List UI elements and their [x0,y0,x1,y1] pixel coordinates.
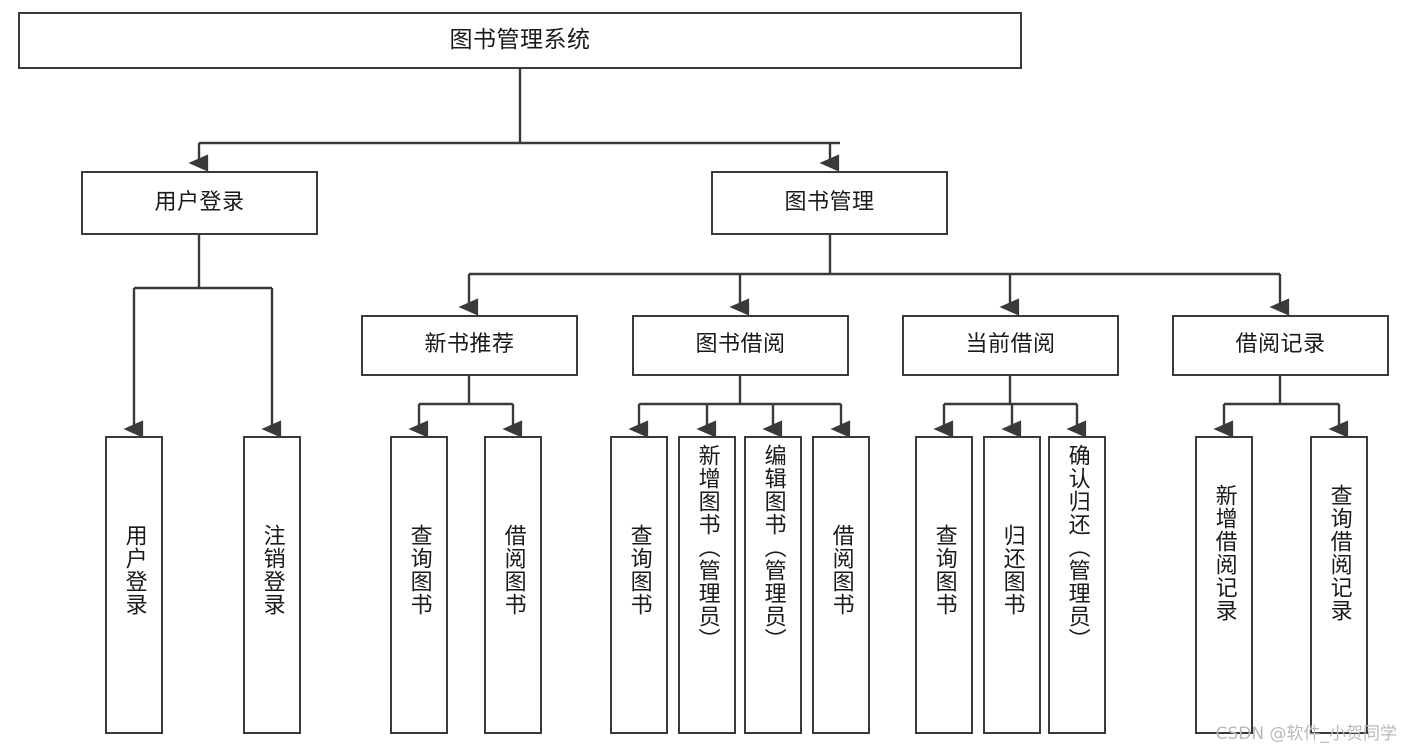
leaf-bookborrow-borrow-book-label: 借阅图书 [828,524,854,616]
leaf-bookborrow-query-book-label: 查询图书 [626,524,652,616]
leaf-borrowrecord-query-record-label: 查询借阅记录 [1326,484,1352,622]
leaf-bookborrow-edit-book[interactable]: 编辑图书（管理员） [744,436,802,734]
node-new-book-recommend[interactable]: 新书推荐 [361,315,578,376]
leaf-user-login[interactable]: 用户登录 [105,436,163,734]
leaf-currentborrow-query-book[interactable]: 查询图书 [915,436,973,734]
leaf-bookborrow-query-book[interactable]: 查询图书 [610,436,668,734]
node-book-manage-label: 图书管理 [784,189,875,215]
node-borrow-record[interactable]: 借阅记录 [1172,315,1389,376]
leaf-recommend-borrow-book[interactable]: 借阅图书 [484,436,542,734]
node-book-borrow[interactable]: 图书借阅 [632,315,849,376]
leaf-bookborrow-add-book[interactable]: 新增图书（管理员） [678,436,736,734]
leaf-user-logout-label: 注销登录 [259,524,285,616]
leaf-borrowrecord-query-record[interactable]: 查询借阅记录 [1310,436,1368,734]
node-user-login[interactable]: 用户登录 [81,171,318,235]
node-borrow-record-label: 借阅记录 [1235,332,1326,358]
leaf-currentborrow-return-book-label: 归还图书 [999,524,1025,616]
leaf-bookborrow-add-book-label: 新增图书（管理员） [694,444,720,651]
leaf-user-logout[interactable]: 注销登录 [243,436,301,734]
node-root[interactable]: 图书管理系统 [18,12,1022,69]
leaf-currentborrow-confirm-return-label: 确认归还（管理员） [1064,444,1090,651]
csdn-watermark: CSDN @软件_小贺同学 [1215,724,1397,744]
leaf-borrowrecord-add-record[interactable]: 新增借阅记录 [1195,436,1253,734]
leaf-currentborrow-return-book[interactable]: 归还图书 [983,436,1041,734]
leaf-bookborrow-borrow-book[interactable]: 借阅图书 [812,436,870,734]
node-book-borrow-label: 图书借阅 [695,332,786,358]
node-root-label: 图书管理系统 [449,26,591,53]
node-current-borrow-label: 当前借阅 [965,332,1056,358]
node-new-book-recommend-label: 新书推荐 [424,332,515,358]
leaf-recommend-borrow-book-label: 借阅图书 [500,524,526,616]
node-user-login-label: 用户登录 [154,189,245,215]
leaf-currentborrow-query-book-label: 查询图书 [931,524,957,616]
leaf-recommend-query-book[interactable]: 查询图书 [390,436,448,734]
node-current-borrow[interactable]: 当前借阅 [902,315,1119,376]
leaf-recommend-query-book-label: 查询图书 [406,524,432,616]
node-book-manage[interactable]: 图书管理 [711,171,948,235]
leaf-user-login-label: 用户登录 [121,524,147,616]
leaf-currentborrow-confirm-return[interactable]: 确认归还（管理员） [1048,436,1106,734]
leaf-borrowrecord-add-record-label: 新增借阅记录 [1211,484,1237,622]
leaf-bookborrow-edit-book-label: 编辑图书（管理员） [760,444,786,651]
